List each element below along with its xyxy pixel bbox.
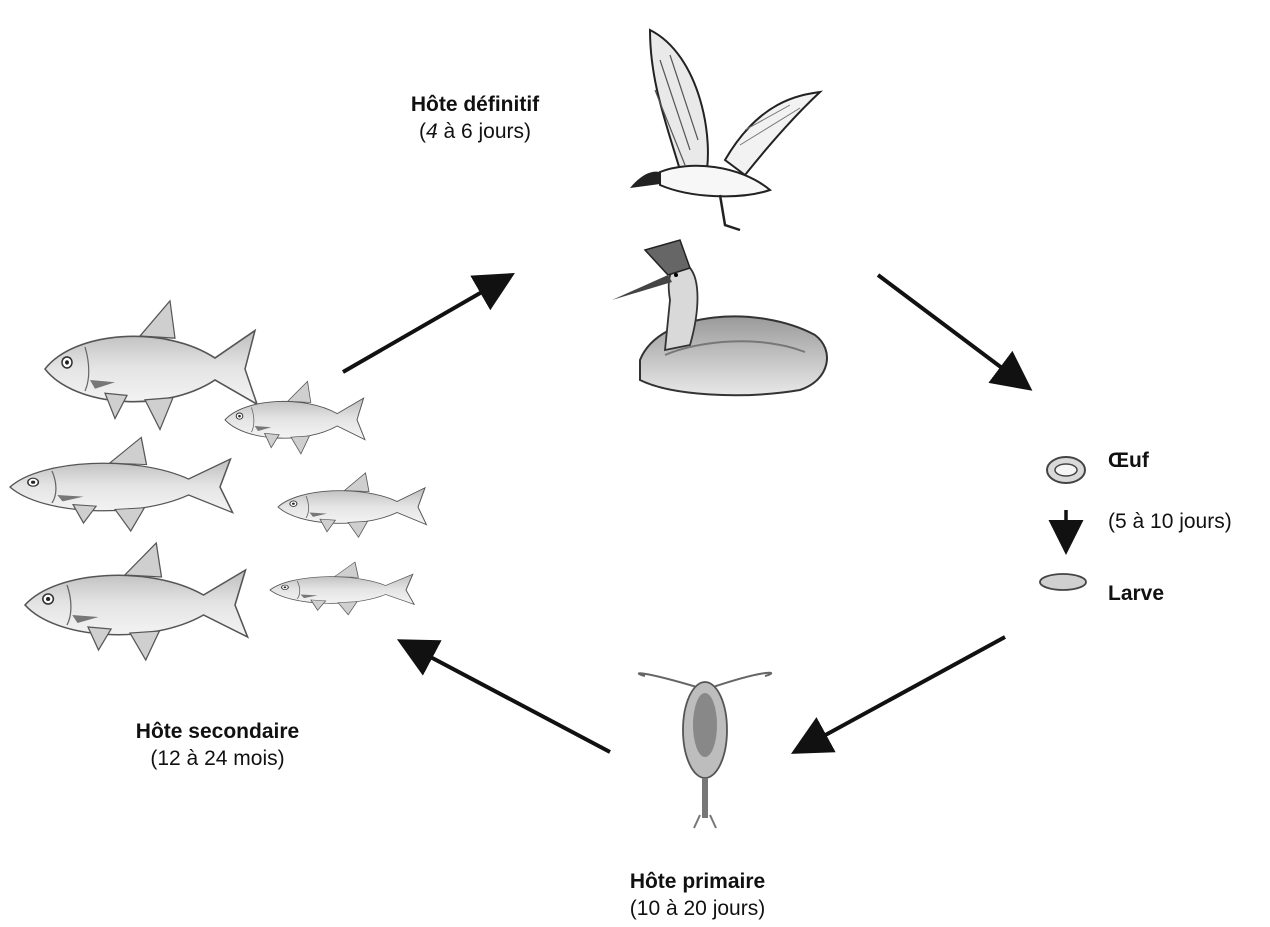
definitive-duration-italic: 4: [426, 120, 438, 143]
secondary-host-label: Hôte secondaire (12 à 24 mois): [100, 718, 335, 773]
arrow-fish-to-bird: [343, 277, 508, 372]
secondary-host-duration: (12 à 24 mois): [100, 745, 335, 772]
incubation-duration: (5 à 10 jours): [1108, 510, 1232, 534]
definitive-duration-rest: à 6 jours: [438, 120, 524, 143]
copepod-icon: [639, 673, 771, 828]
fish-icon: [10, 301, 426, 660]
arrow-copepod-to-fish: [404, 643, 610, 752]
secondary-host-title: Hôte secondaire: [100, 718, 335, 745]
primary-host-title: Hôte primaire: [585, 868, 810, 895]
larva-label: Larve: [1108, 582, 1164, 606]
arrow-larva-to-copepod: [798, 637, 1005, 750]
primary-host-label: Hôte primaire (10 à 20 jours): [585, 868, 810, 923]
definitive-host-label: Hôte définitif (4 à 6 jours): [360, 91, 590, 146]
arrow-bird-to-egg: [878, 275, 1026, 386]
definitive-host-title: Hôte définitif: [360, 91, 590, 118]
egg-label: Œuf: [1108, 449, 1149, 473]
bird-tern-icon: [630, 30, 820, 230]
larva-icon: [1040, 574, 1086, 590]
bird-grebe-icon: [612, 240, 827, 395]
definitive-host-duration: (4 à 6 jours): [360, 118, 590, 145]
primary-host-duration: (10 à 20 jours): [585, 895, 810, 922]
egg-icon: [1047, 457, 1085, 483]
